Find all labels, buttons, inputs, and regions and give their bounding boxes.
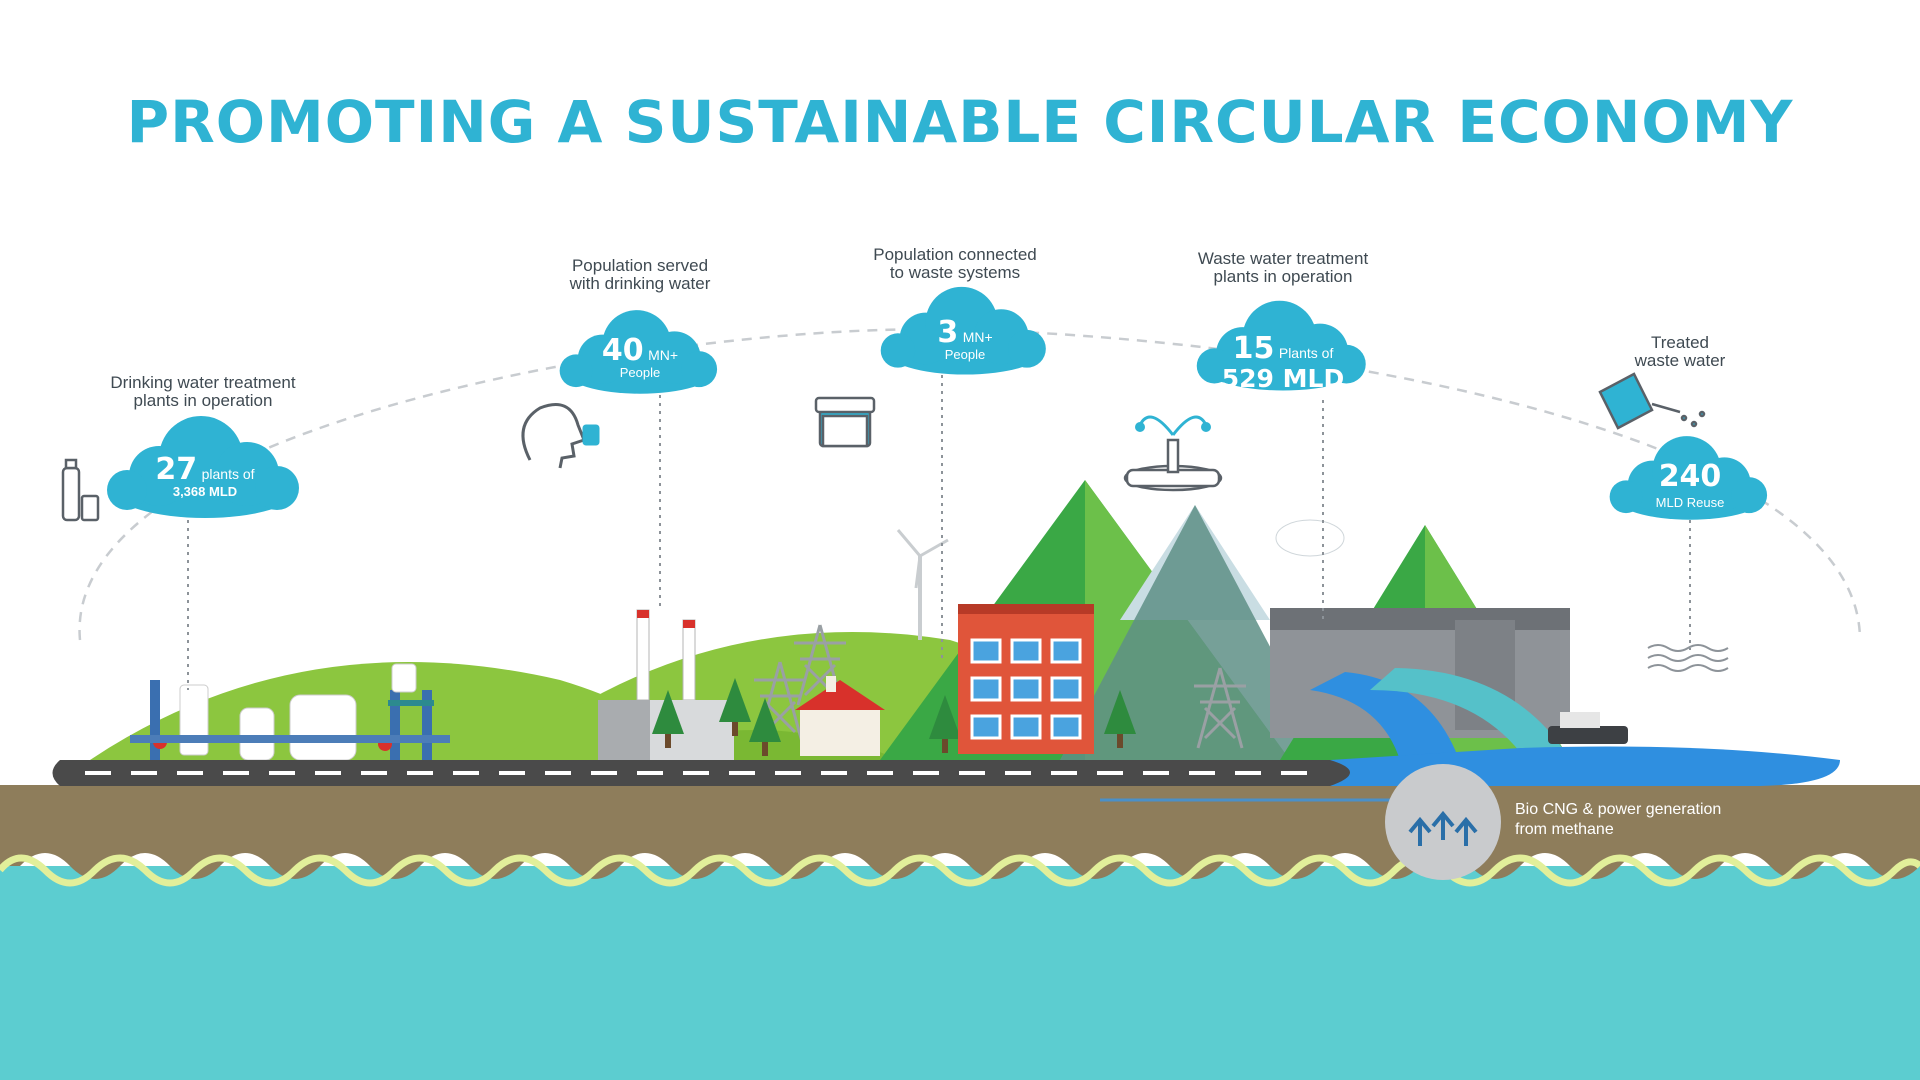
outflow-pipe-right xyxy=(1370,668,1565,752)
stat-population-served: 40 MN+ People xyxy=(601,333,679,380)
stat-wastewater-plants: 15 Plants of 529 MLD xyxy=(1221,331,1345,393)
biocng-label: Bio CNG & power generation from methane xyxy=(1515,801,1722,838)
outflow-pipe-left xyxy=(1310,672,1460,762)
stat-population-connected: 3 MN+ People xyxy=(937,315,993,362)
methane-arrows-icon xyxy=(1408,810,1478,846)
wind-turbine xyxy=(896,529,949,640)
shoreline xyxy=(0,854,1920,887)
caption-wastewater-plants: Waste water treatment plants in operatio… xyxy=(1197,249,1369,286)
drinking-water-plant xyxy=(130,663,450,761)
boat xyxy=(1548,712,1628,744)
sea xyxy=(0,866,1920,1080)
person-drinking-icon xyxy=(521,403,600,469)
caption-treated-water: Treated waste water xyxy=(1634,333,1726,370)
caption-population-connected: Population connected to waste systems xyxy=(873,245,1037,282)
page-title: PROMOTING A SUSTAINABLE CIRCULAR ECONOMY xyxy=(126,88,1794,156)
watering-can-icon xyxy=(1598,372,1706,430)
stat-drinking-plants: 27 plants of 3,368 MLD xyxy=(155,452,255,499)
fountain-icon xyxy=(1123,415,1223,492)
leader-lines xyxy=(187,375,1691,690)
stat-treated-water: 240 MLD Reuse xyxy=(1655,459,1725,510)
caption-drinking-plants: Drinking water treatment plants in opera… xyxy=(110,373,296,410)
apartment-building xyxy=(958,604,1094,754)
water-waves-icon xyxy=(1647,644,1729,672)
waste-bin-icon xyxy=(814,396,876,448)
water-bottle-icon xyxy=(61,458,100,522)
village xyxy=(652,676,1136,756)
caption-population-served: Population served with drinking water xyxy=(569,256,711,293)
